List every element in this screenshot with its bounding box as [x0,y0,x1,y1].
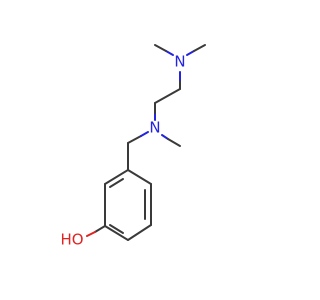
top-n-methyl-left-nitrogen [165,50,174,56]
n-methyl-bond-carbon [167,138,181,147]
nitrogen-label-middle: N [149,119,160,137]
nitrogen-label-top: N [174,53,185,71]
hydroxyl-bond-oxygen [86,231,96,237]
ring-bond-4 [104,225,129,241]
top-n-methyl-right-carbon [193,44,206,52]
ring-double-bond-2 [109,224,124,234]
ch2-n-bond-nitrogen [140,131,149,137]
n-methyl-bond-nitrogen [161,134,169,140]
ethylene-bond [154,88,181,104]
hydroxyl-label: HO [60,231,83,249]
benzene-ring [104,169,152,241]
ring-bond-3 [127,224,152,241]
ch2-n-bond-carbon [127,135,142,144]
top-n-methyl-left-carbon [154,44,167,52]
ring-bond-6 [104,169,129,185]
molecule-diagram: N N HO [60,44,206,249]
top-n-methyl-right-nitrogen [186,50,195,56]
ring-double-bond-3 [109,178,124,188]
hydroxyl-bond-carbon [94,225,106,233]
ring-bond-1 [127,169,152,185]
